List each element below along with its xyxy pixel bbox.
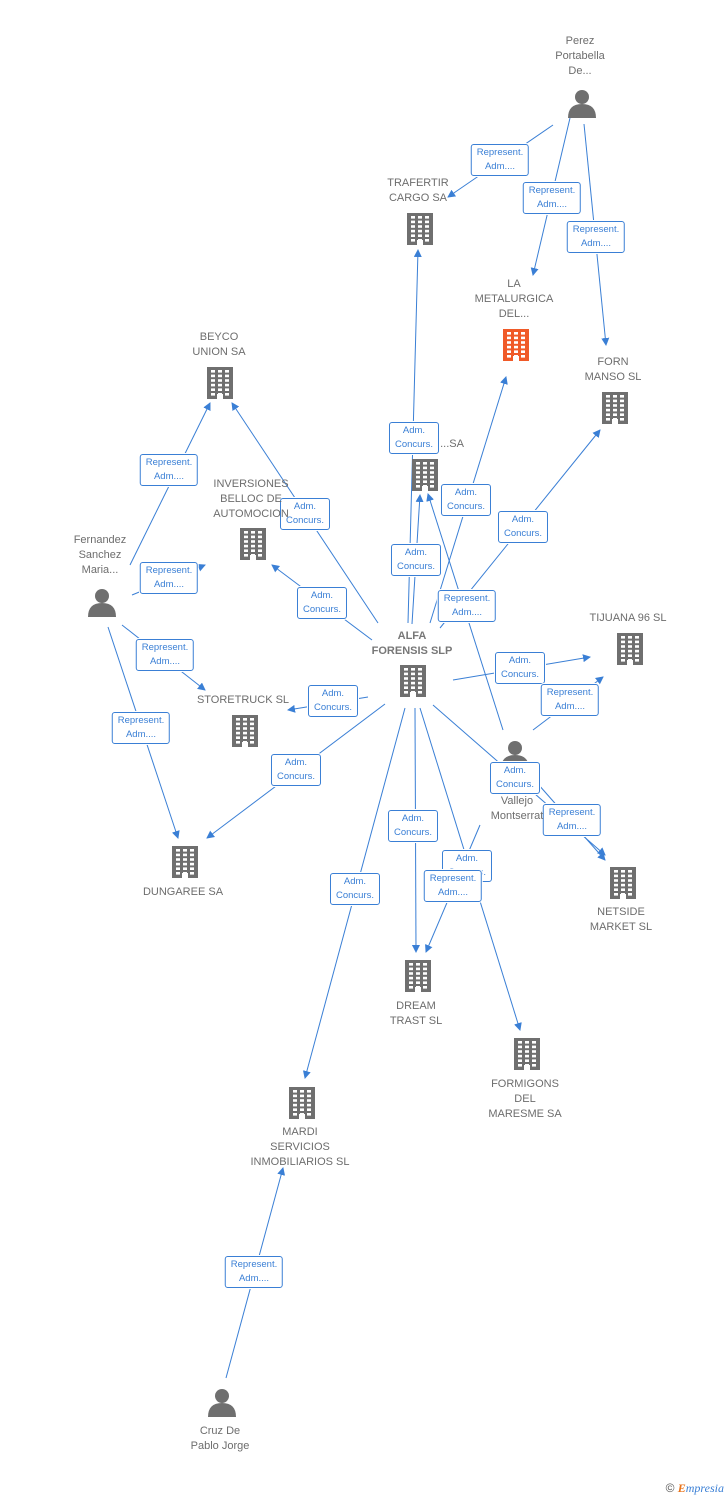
node-label-perez[interactable]: Perez Portabella De... bbox=[555, 35, 605, 77]
person-icon-cruz[interactable] bbox=[208, 1389, 236, 1417]
edge-label-alfa-to-trafertir[interactable]: Adm. Concurs. bbox=[388, 422, 440, 454]
building-icon-netside[interactable] bbox=[610, 867, 636, 899]
person-icon-fernandez[interactable] bbox=[88, 589, 116, 617]
node-label-fernandez[interactable]: Fernandez Sanchez Maria... bbox=[73, 534, 127, 576]
node-label-storetruck[interactable]: STORETRUCK SL bbox=[196, 694, 290, 706]
edge-label-cruz-to-mardi[interactable]: Represent. Adm.... bbox=[224, 1256, 284, 1288]
edge-label-alfa-to-hidden_sa[interactable]: Adm. Concurs. bbox=[390, 544, 442, 576]
edge-label-vallejo-to-dream[interactable]: Represent. Adm.... bbox=[423, 870, 483, 902]
edge-label-alfa-to-storetruck[interactable]: Adm. Concurs. bbox=[307, 685, 359, 717]
edge-label-perez-to-metalurgica[interactable]: Represent. Adm.... bbox=[522, 182, 582, 214]
building-icon-tijuana[interactable] bbox=[617, 633, 643, 665]
edge-label-alfa-to-dream[interactable]: Adm. Concurs. bbox=[387, 810, 439, 842]
edge-label-alfa-to-mardi[interactable]: Adm. Concurs. bbox=[329, 873, 381, 905]
building-icon-storetruck[interactable] bbox=[232, 715, 258, 747]
edge-label-fernandez-to-inversiones[interactable]: Represent. Adm.... bbox=[139, 562, 199, 594]
building-icon-dungaree[interactable] bbox=[172, 846, 198, 878]
edge-label-alfa-to-tijuana[interactable]: Adm. Concurs. bbox=[494, 652, 546, 684]
edge-label-alfa-to-inversiones[interactable]: Adm. Concurs. bbox=[296, 587, 348, 619]
node-label-netside[interactable]: NETSIDE MARKET SL bbox=[589, 906, 653, 933]
edge-label-perez-to-trafertir[interactable]: Represent. Adm.... bbox=[470, 144, 530, 176]
copyright-symbol: © bbox=[665, 1481, 675, 1495]
building-icon-beyco[interactable] bbox=[207, 367, 233, 399]
node-label-alfa[interactable]: ALFA FORENSIS SLP bbox=[371, 630, 453, 657]
node-label-inversiones[interactable]: INVERSIONES BELLOC DE AUTOMOCION bbox=[213, 478, 289, 520]
edge-label-alfa-to-forn[interactable]: Adm. Concurs. bbox=[497, 511, 549, 543]
node-label-trafertir[interactable]: TRAFERTIR CARGO SA bbox=[387, 177, 449, 204]
edge-label-alfa-to-netside[interactable]: Adm. Concurs. bbox=[489, 762, 541, 794]
node-label-cruz[interactable]: Cruz De Pablo Jorge bbox=[190, 1425, 250, 1452]
empresia-logo[interactable]: Empresia bbox=[677, 1481, 724, 1495]
node-label-mardi[interactable]: MARDI SERVICIOS INMOBILIARIOS SL bbox=[250, 1126, 350, 1168]
building-icon-alfa[interactable] bbox=[400, 665, 426, 697]
node-label-hidden_sa[interactable]: ...SA bbox=[440, 438, 464, 450]
edge-label-fernandez-to-dungaree[interactable]: Represent. Adm.... bbox=[111, 712, 171, 744]
node-label-beyco[interactable]: BEYCO UNION SA bbox=[192, 331, 246, 358]
person-icon-perez[interactable] bbox=[568, 90, 596, 118]
edge-label-vallejo-to-netside[interactable]: Represent. Adm.... bbox=[542, 804, 602, 836]
edge-label-vallejo-to-hidden_sa[interactable]: Represent. Adm.... bbox=[437, 590, 497, 622]
node-label-dream[interactable]: DREAM TRAST SL bbox=[389, 1000, 443, 1027]
building-icon-trafertir[interactable] bbox=[407, 213, 433, 245]
building-icon-dream[interactable] bbox=[405, 960, 431, 992]
edge-label-alfa-to-dungaree[interactable]: Adm. Concurs. bbox=[270, 754, 322, 786]
node-label-vallejo[interactable]: Vallejo Montserrat bbox=[490, 795, 544, 822]
edge-label-alfa-to-beyco[interactable]: Adm. Concurs. bbox=[279, 498, 331, 530]
building-icon-forn[interactable] bbox=[602, 392, 628, 424]
building-icon-mardi[interactable] bbox=[289, 1087, 315, 1119]
building-icon-formigons[interactable] bbox=[514, 1038, 540, 1070]
node-label-metalurgica[interactable]: LA METALURGICA DEL... bbox=[474, 278, 554, 320]
building-icon-hidden_sa[interactable] bbox=[412, 459, 438, 491]
building-icon-inversiones[interactable] bbox=[240, 528, 266, 560]
building-icon-metalurgica[interactable] bbox=[503, 329, 529, 361]
node-label-formigons[interactable]: FORMIGONS DEL MARESME SA bbox=[488, 1078, 562, 1120]
edge-label-alfa-to-metalurgica[interactable]: Adm. Concurs. bbox=[440, 484, 492, 516]
node-label-tijuana[interactable]: TIJUANA 96 SL bbox=[589, 612, 667, 624]
edge-label-vallejo-to-tijuana[interactable]: Represent. Adm.... bbox=[540, 684, 600, 716]
edge-label-fernandez-to-storetruck[interactable]: Represent. Adm.... bbox=[135, 639, 195, 671]
edge-label-fernandez-to-beyco[interactable]: Represent. Adm.... bbox=[139, 454, 199, 486]
node-label-dungaree[interactable]: DUNGAREE SA bbox=[142, 886, 224, 898]
brand-footer: © Empresia bbox=[666, 1481, 724, 1496]
node-label-forn[interactable]: FORN MANSO SL bbox=[584, 356, 642, 383]
edge-label-perez-to-forn[interactable]: Represent. Adm.... bbox=[566, 221, 626, 253]
